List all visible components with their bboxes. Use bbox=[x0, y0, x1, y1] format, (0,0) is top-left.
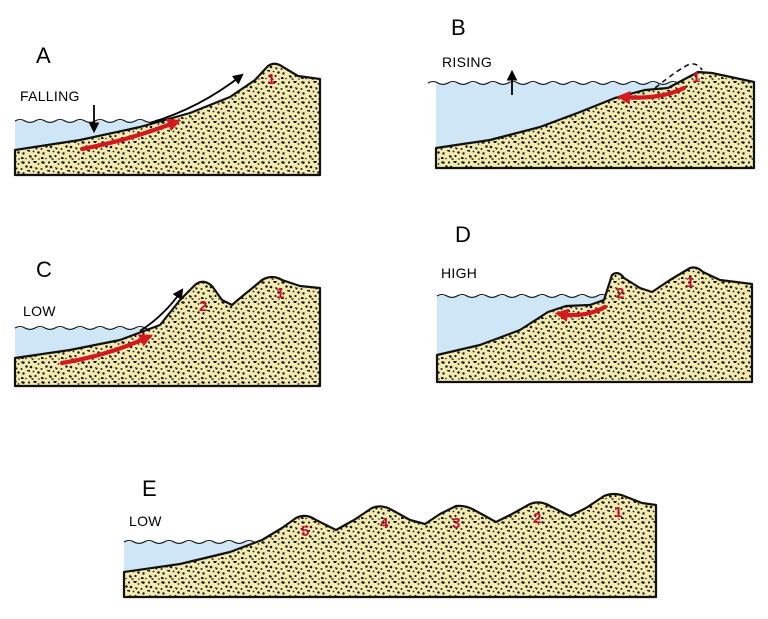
ridge-number: 2 bbox=[533, 510, 541, 527]
sediment-transport-arrow bbox=[79, 118, 182, 152]
panel-a: A FALLING 1 bbox=[13, 43, 322, 177]
uprush-arrow bbox=[149, 73, 244, 124]
panel-letter: A bbox=[36, 43, 51, 68]
sand-body bbox=[435, 266, 754, 384]
water-level-label: RISING bbox=[442, 54, 492, 70]
ridge-number: 2 bbox=[616, 285, 624, 302]
water-level-label: FALLING bbox=[20, 88, 80, 104]
water-surface bbox=[14, 118, 176, 124]
ridge-number: 5 bbox=[301, 523, 309, 540]
sediment-transport-arrow bbox=[554, 304, 608, 322]
panel-c: C LOW 2 1 bbox=[13, 257, 322, 388]
panel-b: B RISING 1 bbox=[427, 15, 756, 170]
ridge-number: 1 bbox=[614, 504, 622, 521]
panel-d: D HIGH 2 1 bbox=[435, 222, 754, 384]
water-surface bbox=[436, 293, 618, 299]
panel-letter: B bbox=[451, 15, 466, 40]
ridge-number: 1 bbox=[692, 69, 700, 86]
sand-body bbox=[122, 492, 658, 599]
panel-letter: E bbox=[142, 476, 157, 501]
panel-letter: D bbox=[455, 222, 471, 247]
ridge-number: 3 bbox=[452, 515, 460, 532]
panel-e: E LOW 5 4 3 2 1 bbox=[122, 476, 658, 599]
sand-body bbox=[434, 70, 756, 170]
ridge-number: 1 bbox=[267, 71, 275, 88]
sediment-transport-arrow bbox=[59, 334, 153, 366]
panel-letter: C bbox=[36, 257, 52, 282]
water-level-label: HIGH bbox=[441, 265, 477, 281]
ridge-number: 4 bbox=[380, 515, 389, 532]
water-surface bbox=[427, 80, 679, 86]
ridge-number: 1 bbox=[276, 285, 284, 302]
water-level-label: LOW bbox=[129, 513, 162, 529]
sediment-transport-arrow bbox=[616, 85, 687, 105]
water-surface bbox=[123, 539, 265, 545]
water-level-label: LOW bbox=[23, 303, 56, 319]
uprush-arrow bbox=[139, 288, 184, 332]
ridge-number: 2 bbox=[199, 298, 207, 315]
ridge-number: 1 bbox=[686, 274, 694, 291]
water-surface bbox=[14, 325, 156, 331]
